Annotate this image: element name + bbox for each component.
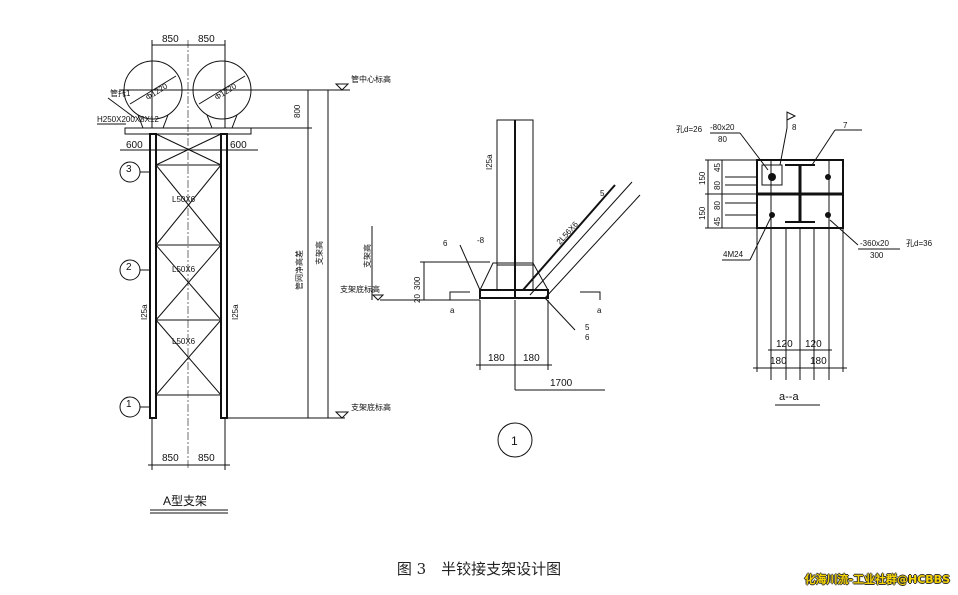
- detail-marker: [497, 422, 533, 458]
- weld-7: 7: [843, 121, 848, 130]
- left-dim-80-top: 80: [713, 181, 722, 190]
- left-dim-150-bottom: 150: [698, 206, 707, 220]
- bottom-dim-right: 850: [198, 453, 215, 464]
- vertical-dim-1: 管网净高差: [294, 250, 304, 290]
- detail-column-label: I25a: [485, 154, 494, 170]
- column-right-label: I25a: [231, 304, 240, 320]
- overhang-left: 600: [126, 140, 143, 151]
- bottom-dim-120-left: 120: [776, 339, 793, 350]
- bottom-dim-180-left: 180: [770, 356, 787, 367]
- left-dim-150-top: 150: [698, 171, 707, 185]
- dim-1700: 1700: [550, 378, 573, 389]
- figure-caption: 图 3 半铰接支架设计图: [396, 560, 562, 578]
- svg-text:2: 2: [126, 262, 132, 273]
- beam-label: H250X200X8X12: [97, 115, 159, 124]
- hole-bottom: 孔d=36: [906, 239, 933, 248]
- detail-level-label: 支架底标高: [340, 284, 380, 294]
- weld-label-1: 6: [443, 239, 448, 248]
- top-beam: [124, 127, 252, 135]
- section-aa: 150 150 45 80 80 45 孔d=26 -80x20 80 8 7 …: [676, 111, 933, 406]
- axis-marker-1: 1: [119, 396, 150, 418]
- column-left-label: I25a: [140, 304, 149, 320]
- dim-20: 20: [413, 294, 422, 303]
- column-left: [149, 133, 157, 419]
- axis-marker-2: 2: [119, 259, 150, 281]
- pipe-diameter-left: Φ1220: [144, 81, 170, 102]
- bottom-dim-180-right: 180: [810, 356, 827, 367]
- bracing-label-1: L50X6: [172, 195, 196, 204]
- weld-8: 8: [792, 123, 797, 132]
- base-plate-label: -360x20: [860, 239, 889, 248]
- elevation-title: A型支架: [163, 494, 207, 508]
- column-right: [220, 133, 228, 419]
- dim-300: 300: [413, 276, 422, 290]
- pipe-support-label: 管托1: [110, 88, 131, 98]
- detail-marker-label: 1: [511, 434, 518, 448]
- bottom-dim-120-right: 120: [805, 339, 822, 350]
- svg-text:3: 3: [126, 164, 132, 175]
- section-mark-right: a: [597, 306, 602, 315]
- top-dim-left: 850: [162, 34, 179, 45]
- section-title: a--a: [779, 391, 799, 403]
- left-dim-45-bottom: 45: [713, 217, 722, 226]
- overhang-right: 600: [230, 140, 247, 151]
- svg-text:1: 1: [126, 399, 132, 410]
- vertical-dim-2: 支架高: [314, 241, 324, 265]
- detail-height-label: 支架高: [362, 244, 372, 268]
- axis-marker-3: 3: [119, 161, 150, 183]
- bracing-label-3: L50X6: [172, 337, 196, 346]
- top-dim-right: 850: [198, 34, 215, 45]
- detail-dim-left: 180: [488, 353, 505, 364]
- elevation-view: 850 850 Φ1220 Φ1220 管托1 H250X200X8X12 60…: [97, 34, 391, 514]
- bottom-dim-left: 850: [162, 453, 179, 464]
- hole-top: 孔d=26: [676, 125, 703, 134]
- height-dim-800: 800: [293, 104, 302, 118]
- detail-base-plate: [479, 289, 549, 299]
- washer-label: -80x20: [710, 123, 735, 132]
- base-plate-size: 300: [870, 251, 884, 260]
- bolts-label: 4M24: [723, 250, 744, 259]
- level-top: 管中心标高: [351, 74, 391, 84]
- plate-label: -8: [477, 236, 485, 245]
- left-dim-45-top: 45: [713, 163, 722, 172]
- weld-label-3: 5: [585, 323, 590, 332]
- washer-size: 80: [718, 135, 727, 144]
- detail-dim-right: 180: [523, 353, 540, 364]
- weld-label-4: 6: [585, 333, 590, 342]
- bracing-label-2: L50X6: [172, 265, 196, 274]
- watermark: 化海川流-工业社群@HCBBS: [804, 573, 950, 586]
- section-mark-left: a: [450, 306, 455, 315]
- left-dim-80-bottom: 80: [713, 201, 722, 210]
- brace-label: 2L56X6: [555, 219, 581, 246]
- level-bottom: 支架底标高: [351, 402, 391, 412]
- pipe-diameter-right: Φ1220: [213, 81, 239, 102]
- weld-label-2: 5: [600, 189, 605, 198]
